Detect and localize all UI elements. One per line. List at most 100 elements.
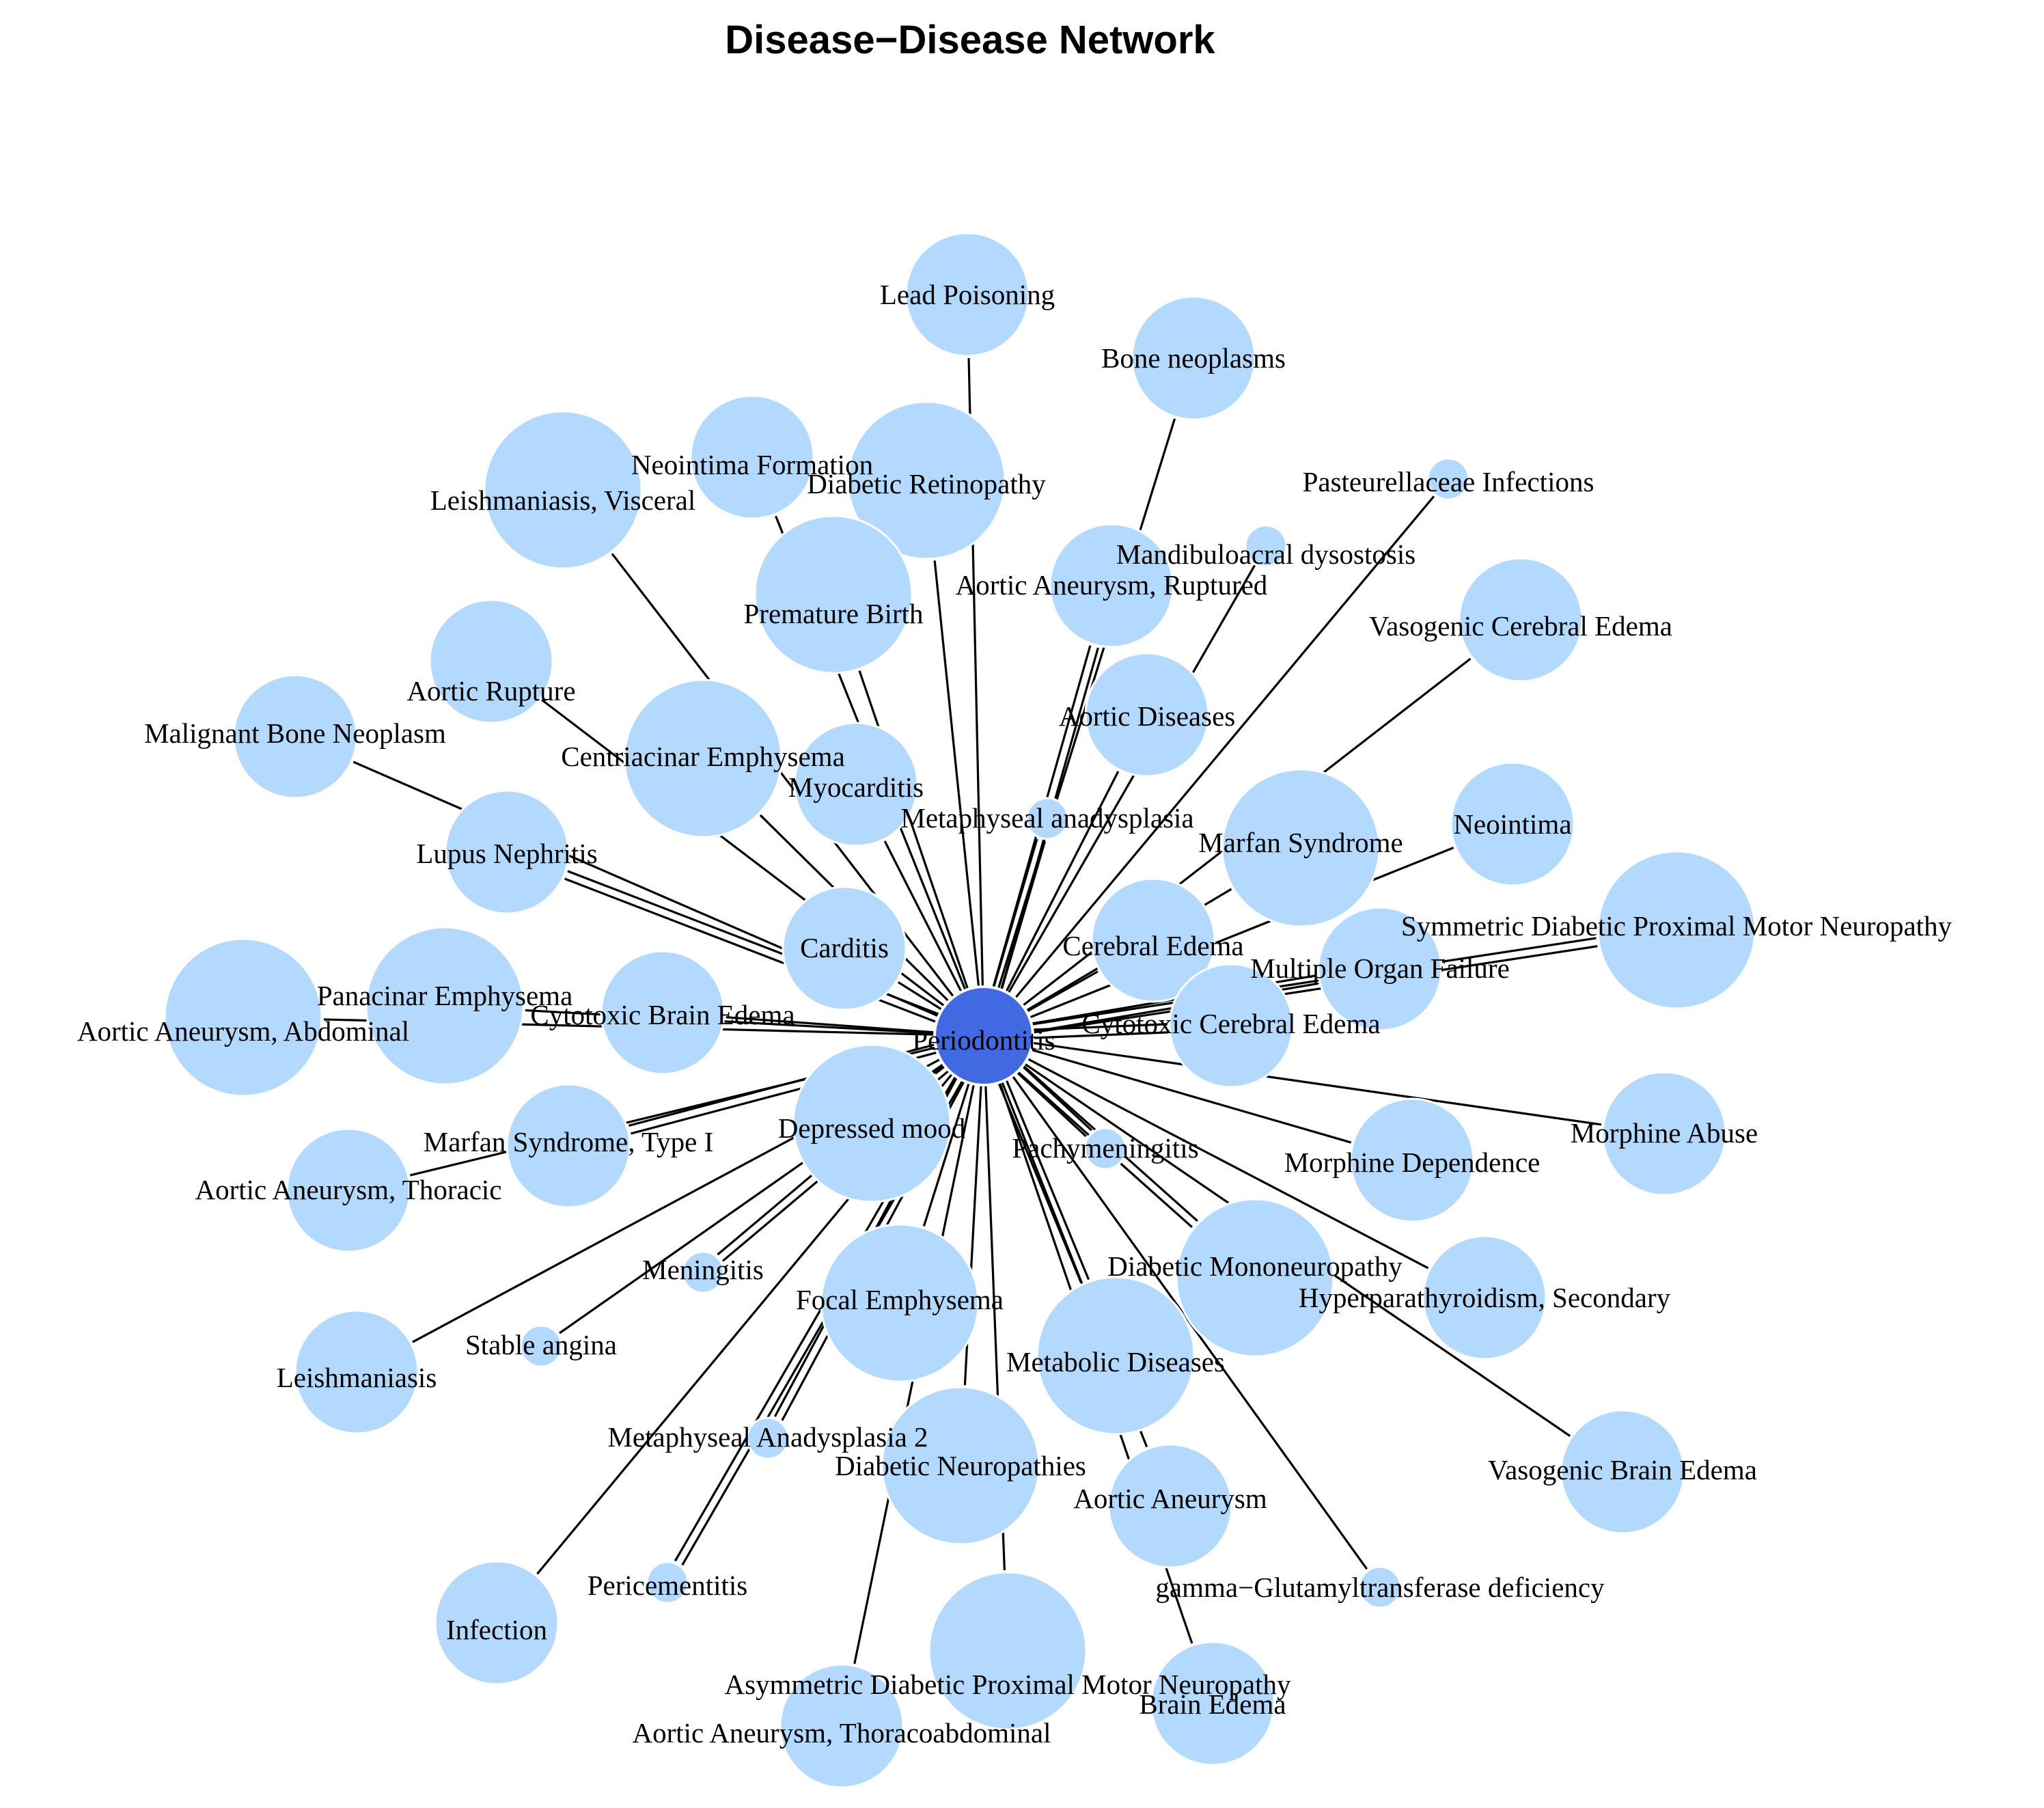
- node-21[interactable]: [1090, 877, 1216, 1003]
- node-47[interactable]: [928, 1571, 1088, 1731]
- node-label-31: Morphine Dependence: [1284, 1147, 1541, 1178]
- edge-19: [1032, 937, 1597, 1026]
- node-layer: [163, 232, 1756, 1789]
- node-29[interactable]: [792, 1043, 952, 1203]
- node-23[interactable]: [365, 926, 525, 1086]
- node-17[interactable]: [1221, 768, 1381, 928]
- node-3[interactable]: [846, 400, 1006, 560]
- node-label-33: Diabetic Mononeuropathy: [1107, 1250, 1403, 1282]
- node-41[interactable]: [881, 1386, 1040, 1546]
- node-4[interactable]: [483, 410, 643, 570]
- node-label-32: Aortic Aneurysm, Thoracic: [195, 1174, 502, 1205]
- node-44[interactable]: [434, 1560, 560, 1686]
- node-46[interactable]: [1358, 1565, 1402, 1609]
- node-label-6: Mandibuloacral dysostosis: [1116, 538, 1415, 570]
- edge-14: [883, 840, 963, 993]
- node-22[interactable]: [1317, 906, 1443, 1032]
- node-33[interactable]: [1175, 1198, 1335, 1358]
- node-label-37: Stable angina: [465, 1329, 617, 1360]
- node-9[interactable]: [1458, 557, 1584, 683]
- node-31[interactable]: [1349, 1097, 1475, 1223]
- node-28[interactable]: [506, 1083, 631, 1209]
- node-label-3: Diabetic Retinopathy: [807, 468, 1046, 499]
- node-18[interactable]: [444, 789, 570, 915]
- node-15[interactable]: [1025, 797, 1069, 840]
- node-1[interactable]: [1131, 295, 1256, 421]
- node-label-38: Leishmaniasis: [277, 1362, 437, 1393]
- node-12[interactable]: [232, 674, 358, 799]
- node-24[interactable]: [163, 937, 323, 1097]
- edge-30-b: [1016, 1071, 1087, 1138]
- node-30[interactable]: [1083, 1127, 1127, 1170]
- node-7[interactable]: [1049, 523, 1174, 648]
- node-label-22: Multiple Organ Failure: [1250, 953, 1510, 984]
- node-label-15: Metaphyseal anadysplasia: [900, 802, 1193, 834]
- node-label-27: Morphine Abuse: [1571, 1117, 1758, 1149]
- edge-27: [1032, 1041, 1602, 1126]
- node-label-35: Meningitis: [642, 1254, 764, 1285]
- node-label-14: Myocarditis: [788, 771, 924, 803]
- node-label-18: Lupus Nephritis: [416, 838, 597, 869]
- node-32[interactable]: [286, 1127, 411, 1253]
- node-label-9: Vasogenic Cerebral Edema: [1369, 610, 1672, 642]
- edge-20: [897, 981, 943, 1011]
- node-label-29: Depressed mood: [778, 1112, 965, 1144]
- node-label-19: Symmetric Diabetic Proximal Motor Neurop…: [1401, 910, 1952, 942]
- node-27[interactable]: [1601, 1071, 1727, 1196]
- node-13[interactable]: [623, 679, 783, 838]
- edge-31: [1030, 1048, 1352, 1144]
- node-label-46: gamma−Glutamyltransferase deficiency: [1155, 1572, 1605, 1603]
- node-39[interactable]: [1036, 1276, 1196, 1436]
- node-6[interactable]: [1244, 524, 1288, 568]
- edge-29: [935, 1065, 946, 1075]
- node-label-1: Bone neoplasms: [1101, 342, 1286, 374]
- center-node-label: Periodontitis: [912, 1024, 1055, 1056]
- node-14[interactable]: [793, 722, 919, 847]
- node-45[interactable]: [646, 1561, 689, 1604]
- edge-16: [1029, 847, 1454, 1019]
- node-19[interactable]: [1597, 850, 1756, 1010]
- node-43[interactable]: [1107, 1443, 1233, 1569]
- node-label-12: Malignant Bone Neoplasm: [144, 717, 446, 749]
- node-35[interactable]: [681, 1250, 725, 1294]
- node-0[interactable]: [904, 232, 1030, 357]
- node-label-39: Metabolic Diseases: [1006, 1346, 1225, 1378]
- node-34[interactable]: [1422, 1235, 1547, 1360]
- edge-15-b: [1000, 840, 1047, 991]
- edge-19-b: [1032, 945, 1598, 1034]
- node-label-17: Marfan Syndrome: [1198, 827, 1403, 858]
- node-48[interactable]: [1150, 1641, 1275, 1766]
- node-36[interactable]: [820, 1223, 980, 1383]
- node-25[interactable]: [600, 950, 726, 1076]
- node-label-16: Neointima: [1453, 808, 1571, 840]
- node-16[interactable]: [1450, 761, 1575, 887]
- node-8[interactable]: [754, 515, 913, 674]
- node-label-2: Neointima Formation: [631, 449, 873, 480]
- node-5[interactable]: [1426, 457, 1470, 501]
- node-40[interactable]: [746, 1416, 790, 1460]
- edge-36: [922, 1082, 970, 1227]
- node-20[interactable]: [782, 886, 907, 1011]
- node-38[interactable]: [294, 1309, 419, 1435]
- node-label-34: Hyperparathyroidism, Secondary: [1299, 1282, 1671, 1313]
- node-2[interactable]: [689, 394, 815, 520]
- node-37[interactable]: [519, 1324, 563, 1368]
- node-49[interactable]: [779, 1663, 904, 1789]
- node-label-47: Asymmetric Diabetic Proximal Motor Neuro…: [725, 1669, 1291, 1700]
- node-10[interactable]: [428, 599, 554, 724]
- edge-39: [1005, 1079, 1090, 1280]
- node-42[interactable]: [1560, 1409, 1685, 1535]
- edge-30: [1021, 1065, 1092, 1132]
- node-label-41: Diabetic Neuropathies: [835, 1450, 1086, 1481]
- node-label-7: Aortic Aneurysm, Ruptured: [956, 569, 1268, 601]
- node-11[interactable]: [1084, 652, 1210, 778]
- node-label-25: Cytotoxic Brain Edema: [530, 999, 795, 1030]
- node-label-21: Cerebral Edema: [1062, 930, 1243, 961]
- node-label-43: Aortic Aneurysm: [1073, 1483, 1267, 1514]
- edge-34: [1027, 1057, 1429, 1270]
- node-label-13: Centriacinar Emphysema: [561, 741, 845, 772]
- node-26[interactable]: [1168, 963, 1294, 1088]
- center-node[interactable]: [933, 985, 1034, 1086]
- node-label-0: Lead Poisoning: [880, 279, 1055, 310]
